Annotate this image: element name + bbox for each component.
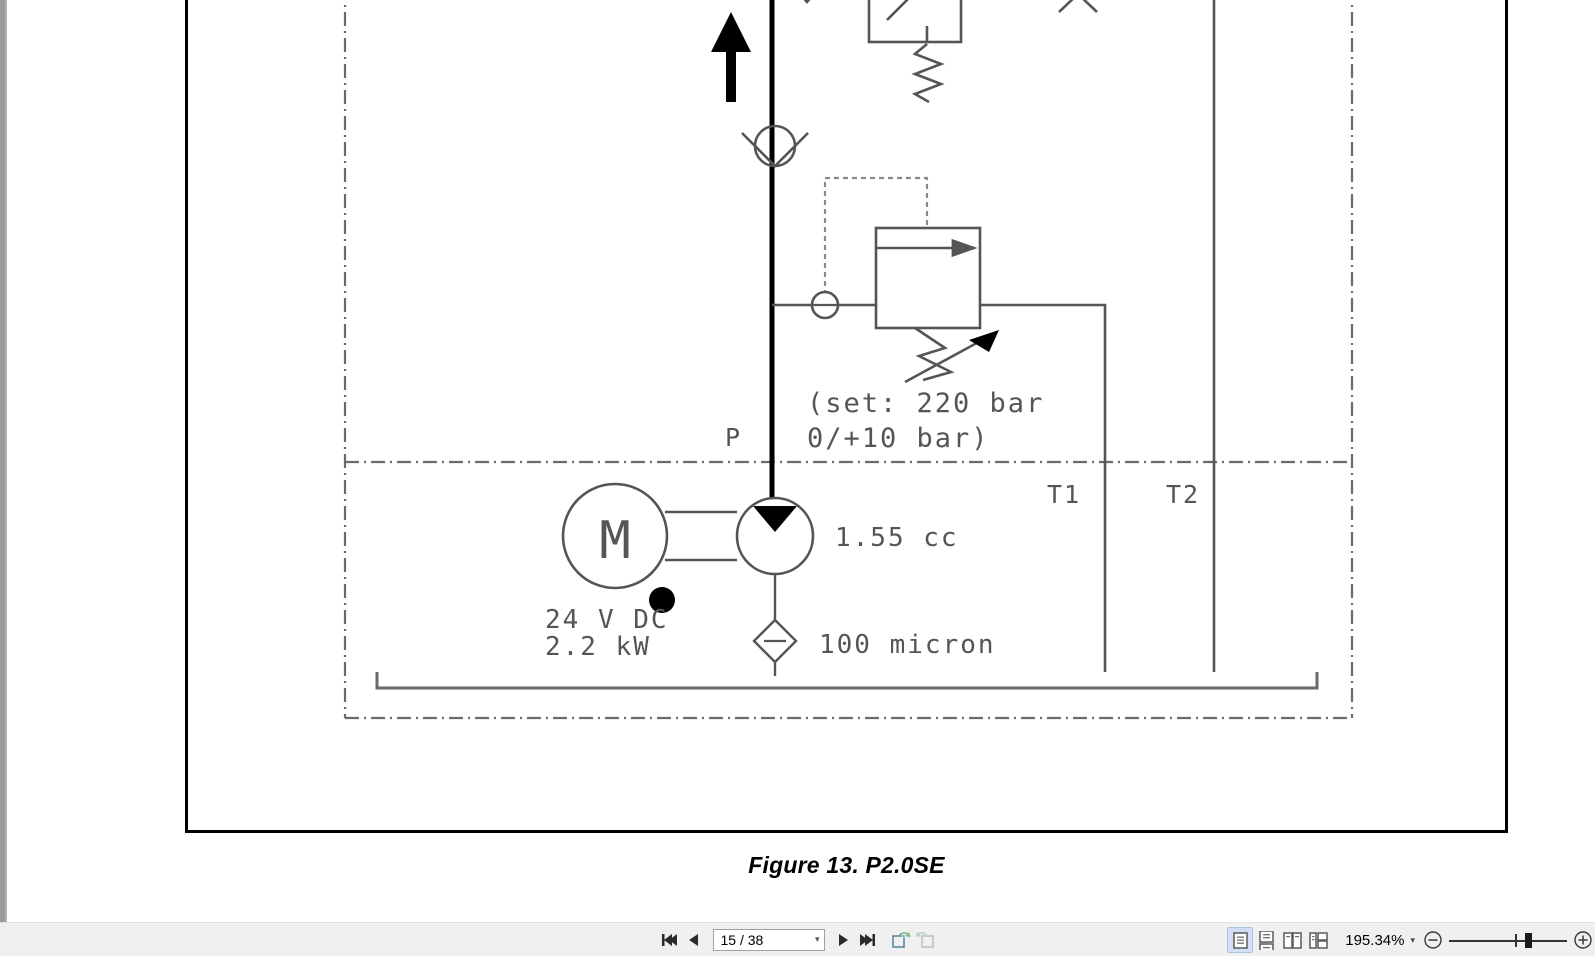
zoom-in-button[interactable] — [1571, 927, 1595, 953]
pilot-line — [823, 176, 929, 304]
electrical-terminal-dot — [649, 587, 675, 613]
label-port-p: P — [725, 423, 742, 452]
next-page-button[interactable] — [832, 927, 856, 953]
pressure-relief-valve — [874, 226, 982, 330]
zoom-slider-track[interactable] — [1449, 940, 1567, 942]
label-motor-power: 2.2 kW — [545, 632, 651, 662]
adjustable-spring-symbol — [904, 326, 999, 384]
document-viewport[interactable]: M P T1 T2 (s — [7, 0, 1595, 922]
label-port-t2: T2 — [1166, 480, 1200, 509]
solenoid-valve-symbol — [867, 0, 963, 44]
motor-letter: M — [599, 511, 630, 571]
figure-caption: Figure 13. P2.0SE — [748, 852, 945, 878]
zoom-slider-default-tick — [1515, 934, 1517, 947]
hydraulic-schematic: M P T1 T2 (s — [343, 0, 1354, 720]
motor-pump-coupling — [665, 510, 737, 562]
label-filter-rating: 100 micron — [819, 630, 996, 660]
label-port-t1: T1 — [1047, 480, 1081, 509]
view-mode-continuous-button[interactable] — [1253, 927, 1279, 953]
label-pump-displacement: 1.55 cc — [835, 523, 959, 553]
page-number-value: 15 / 38 — [720, 931, 764, 948]
down-arrow-symbol — [803, 0, 811, 4]
pdf-page-border — [185, 0, 1508, 833]
electric-motor-symbol — [561, 482, 669, 590]
last-page-button[interactable] — [856, 927, 880, 953]
zoom-out-button[interactable] — [1421, 927, 1445, 953]
pump-flow-triangle — [753, 506, 797, 532]
zoom-level-label: 195.34% — [1345, 931, 1405, 949]
label-relief-set-line2: 0/+10 bar) — [807, 423, 990, 454]
rotate-counterclockwise-button[interactable] — [914, 927, 938, 953]
pdf-toolbar: 15 / 38 ▾ — [0, 922, 1595, 956]
suction-filter-symbol — [752, 618, 798, 676]
reservoir-outline — [375, 672, 1319, 690]
zoom-dropdown-caret-icon[interactable]: ▾ — [1410, 934, 1415, 945]
toolbar-navigation-group: 15 / 38 ▾ — [658, 923, 938, 956]
view-mode-single-page-button[interactable] — [1227, 927, 1254, 953]
flow-direction-arrow — [711, 12, 751, 102]
cross-port-symbol — [1058, 0, 1098, 13]
zoom-slider[interactable] — [1449, 927, 1567, 953]
label-motor-voltage: 24 V DC — [545, 605, 669, 635]
check-valve-symbol — [741, 124, 809, 168]
t1-drain-line — [980, 303, 1107, 672]
rotate-clockwise-button[interactable] — [890, 927, 914, 953]
first-page-button[interactable] — [658, 927, 682, 953]
page-dropdown-caret-icon[interactable]: ▾ — [814, 934, 820, 944]
page-number-input[interactable]: 15 / 38 ▾ — [712, 928, 825, 951]
view-mode-two-page-cover-button[interactable] — [1305, 927, 1331, 953]
previous-page-button[interactable] — [682, 927, 706, 953]
toolbar-view-zoom-group: 195.34% ▾ — [1227, 923, 1595, 956]
left-scrollbar-edge[interactable] — [0, 0, 7, 922]
valve-spring-symbol — [911, 43, 945, 104]
label-relief-set-line1: (set: 220 bar — [807, 388, 1044, 419]
zoom-slider-handle[interactable] — [1525, 933, 1532, 948]
view-mode-two-page-button[interactable] — [1279, 927, 1305, 953]
